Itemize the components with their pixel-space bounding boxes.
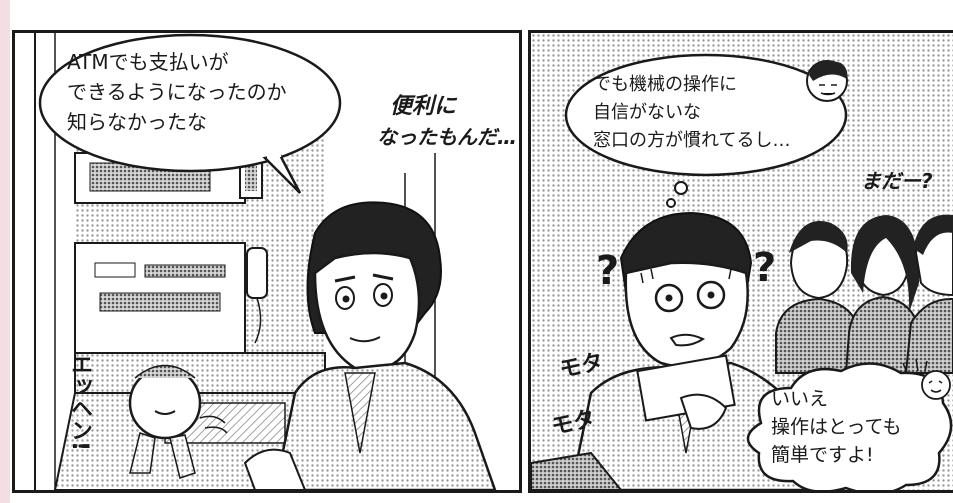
thought-line-2: なったもんだ… — [377, 125, 517, 149]
panel-right-art — [531, 33, 953, 490]
thought-line-2: 自信がないな — [593, 102, 701, 123]
panel-left: ATMでも支払いが できるようになったのか 知らなかったな 便利に なったもんだ… — [12, 30, 522, 493]
question-mark-left: ? — [596, 248, 620, 294]
page-margin — [0, 0, 10, 503]
thought-line-3: 窓口の方が慣れてるし… — [593, 130, 791, 151]
queue-sfx: まだー? — [861, 169, 933, 193]
speech-line-2: できるようになったのか — [67, 80, 287, 104]
speech-line-3: 知らなかったな — [67, 110, 207, 134]
panel-left-art — [15, 33, 519, 490]
reassure-line-2: 操作はとっても — [771, 416, 902, 438]
reassure-line-1: いいえ — [771, 388, 829, 410]
speech-line-1: ATMでも支払いが — [67, 50, 229, 74]
reassure-line-3: 簡単ですよ! — [771, 444, 874, 466]
sfx-ehhen: エッヘン! — [67, 353, 92, 452]
thought-line-1: 便利に — [390, 94, 457, 119]
panel-right: でも機械の操作に 自信がないな 窓口の方が慣れてるし… まだー? ? ? モタ … — [528, 30, 953, 493]
question-mark-right: ? — [753, 245, 777, 291]
thought-line-1: でも機械の操作に — [593, 74, 737, 95]
